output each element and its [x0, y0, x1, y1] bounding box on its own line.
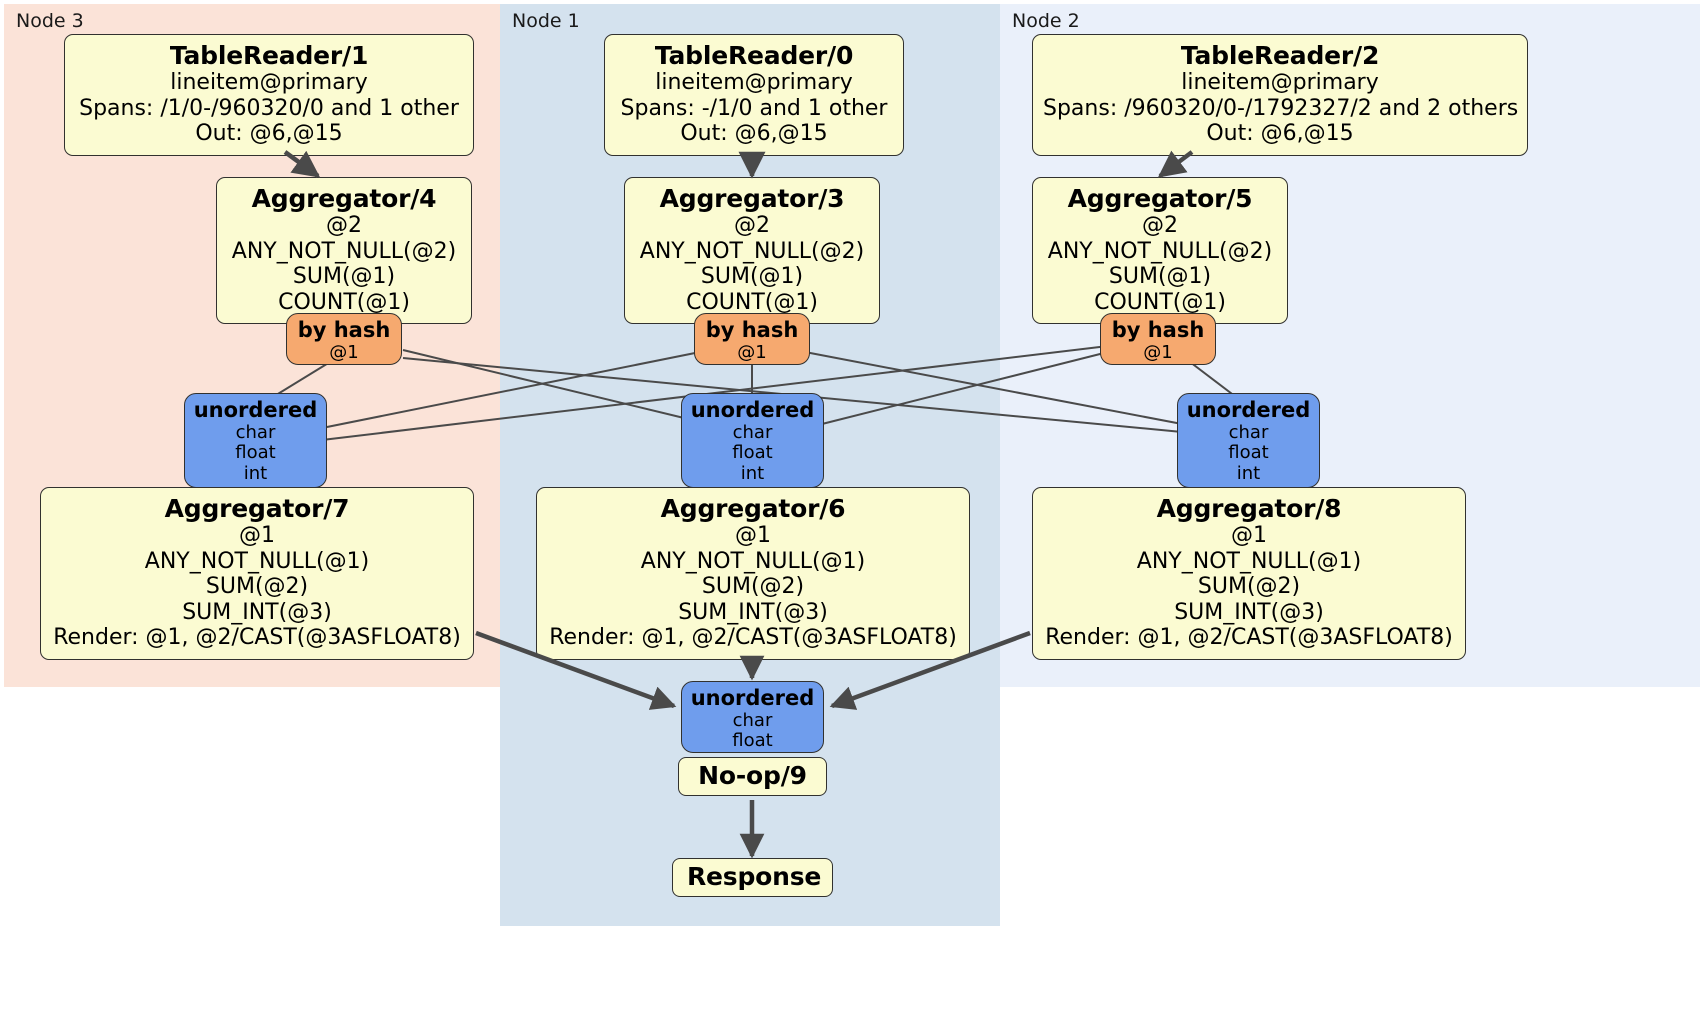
router-by-hash-left[interactable]: by hash @1 [286, 313, 402, 365]
synchronizer-title: unordered [1186, 398, 1311, 422]
router-title: by hash [705, 318, 799, 342]
processor-detail-line: Out: @6,@15 [680, 121, 828, 147]
processor-detail-line: ANY_NOT_NULL(@2) [639, 238, 865, 264]
processor-aggregator-8[interactable]: Aggregator/8 @1 ANY_NOT_NULL(@1) SUM(@2)… [1032, 487, 1466, 660]
synchronizer-type: char [1228, 421, 1269, 443]
processor-title: No-op/9 [698, 761, 807, 790]
processor-title: Aggregator/4 [251, 184, 437, 213]
processor-tablereader-1[interactable]: TableReader/1 lineitem@primary Spans: /1… [64, 34, 474, 156]
processor-title: TableReader/2 [1180, 41, 1380, 70]
synchronizer-title: unordered [690, 398, 815, 422]
processor-detail-line: SUM(@1) [292, 264, 396, 290]
synchronizer-type: float [235, 442, 276, 464]
synchronizer-type: int [243, 462, 268, 484]
synchronizer-type: int [740, 462, 765, 484]
processor-detail-line: Spans: /1/0-/960320/0 and 1 other [79, 95, 459, 121]
processor-render-line: Render: @1, @2/CAST(@3ASFLOAT8) [1045, 625, 1453, 651]
processor-aggregator-7[interactable]: Aggregator/7 @1 ANY_NOT_NULL(@1) SUM(@2)… [40, 487, 474, 660]
processor-detail-line: ANY_NOT_NULL(@2) [231, 238, 457, 264]
synchronizer-type: float [1228, 442, 1269, 464]
node-panel-label-node2: Node 2 [1012, 10, 1080, 32]
processor-title: Aggregator/8 [1156, 494, 1342, 523]
processor-detail-line: SUM_INT(@3) [182, 599, 332, 625]
processor-detail-line: @1 [735, 523, 771, 548]
router-detail: @1 [1143, 341, 1173, 363]
router-by-hash-right[interactable]: by hash @1 [1100, 313, 1216, 365]
synchronizer-type: char [732, 709, 773, 731]
processor-title: Response [687, 862, 822, 891]
processor-render-line: Render: @1, @2/CAST(@3ASFLOAT8) [549, 625, 957, 651]
node-panel-label-node1: Node 1 [512, 10, 580, 32]
processor-detail-line: SUM(@2) [1197, 574, 1301, 600]
synchronizer-type: float [732, 730, 773, 752]
processor-title: Aggregator/3 [659, 184, 845, 213]
processor-detail-line: Spans: -/1/0 and 1 other [620, 95, 888, 121]
processor-title: Aggregator/7 [164, 494, 350, 523]
processor-aggregator-3[interactable]: Aggregator/3 @2 ANY_NOT_NULL(@2) SUM(@1)… [624, 177, 880, 325]
processor-detail-line: Out: @6,@15 [195, 121, 343, 147]
processor-detail-line: ANY_NOT_NULL(@2) [1047, 238, 1273, 264]
synchronizer-type: char [235, 421, 276, 443]
processor-aggregator-6[interactable]: Aggregator/6 @1 ANY_NOT_NULL(@1) SUM(@2)… [536, 487, 970, 660]
processor-detail-line: @1 [239, 523, 275, 548]
processor-detail-line: lineitem@primary [170, 70, 368, 95]
synchronizer-type: float [732, 442, 773, 464]
router-title: by hash [1111, 318, 1205, 342]
processor-detail-line: COUNT(@1) [686, 289, 818, 315]
synchronizer-unordered-right[interactable]: unordered char float int [1177, 393, 1320, 488]
processor-title: Aggregator/6 [660, 494, 846, 523]
processor-detail-line: @2 [1142, 213, 1178, 238]
processor-title: Aggregator/5 [1067, 184, 1253, 213]
processor-detail-line: SUM_INT(@3) [1174, 599, 1324, 625]
processor-detail-line: @2 [326, 213, 362, 238]
synchronizer-unordered-left[interactable]: unordered char float int [184, 393, 327, 488]
router-by-hash-mid[interactable]: by hash @1 [694, 313, 810, 365]
synchronizer-title: unordered [690, 686, 815, 710]
processor-detail-line: ANY_NOT_NULL(@1) [1136, 548, 1362, 574]
processor-response[interactable]: Response [672, 858, 833, 897]
processor-detail-line: lineitem@primary [1181, 70, 1379, 95]
processor-detail-line: ANY_NOT_NULL(@1) [144, 548, 370, 574]
processor-detail-line: SUM(@2) [701, 574, 805, 600]
processor-detail-line: SUM_INT(@3) [678, 599, 828, 625]
processor-title: TableReader/0 [654, 41, 854, 70]
synchronizer-type: char [732, 421, 773, 443]
processor-detail-line: COUNT(@1) [1094, 289, 1226, 315]
processor-aggregator-4[interactable]: Aggregator/4 @2 ANY_NOT_NULL(@2) SUM(@1)… [216, 177, 472, 325]
processor-detail-line: Out: @6,@15 [1206, 121, 1354, 147]
processor-tablereader-0[interactable]: TableReader/0 lineitem@primary Spans: -/… [604, 34, 904, 156]
processor-detail-line: ANY_NOT_NULL(@1) [640, 548, 866, 574]
processor-aggregator-5[interactable]: Aggregator/5 @2 ANY_NOT_NULL(@2) SUM(@1)… [1032, 177, 1288, 325]
processor-tablereader-2[interactable]: TableReader/2 lineitem@primary Spans: /9… [1032, 34, 1528, 156]
router-title: by hash [297, 318, 391, 342]
processor-detail-line: SUM(@1) [1108, 264, 1212, 290]
processor-detail-line: SUM(@1) [700, 264, 804, 290]
processor-detail-line: @2 [734, 213, 770, 238]
processor-title: TableReader/1 [169, 41, 369, 70]
processor-render-line: Render: @1, @2/CAST(@3ASFLOAT8) [53, 625, 461, 651]
synchronizer-title: unordered [193, 398, 318, 422]
processor-detail-line: COUNT(@1) [278, 289, 410, 315]
synchronizer-type: int [1236, 462, 1261, 484]
processor-detail-line: Spans: /960320/0-/1792327/2 and 2 others [1043, 95, 1519, 121]
processor-detail-line: lineitem@primary [655, 70, 853, 95]
processor-detail-line: @1 [1231, 523, 1267, 548]
synchronizer-unordered-mid[interactable]: unordered char float int [681, 393, 824, 488]
router-detail: @1 [329, 341, 359, 363]
synchronizer-unordered-final[interactable]: unordered char float [681, 681, 824, 753]
node-panel-label-node3: Node 3 [16, 10, 84, 32]
processor-noop-9[interactable]: No-op/9 [678, 757, 827, 796]
processor-detail-line: SUM(@2) [205, 574, 309, 600]
router-detail: @1 [737, 341, 767, 363]
